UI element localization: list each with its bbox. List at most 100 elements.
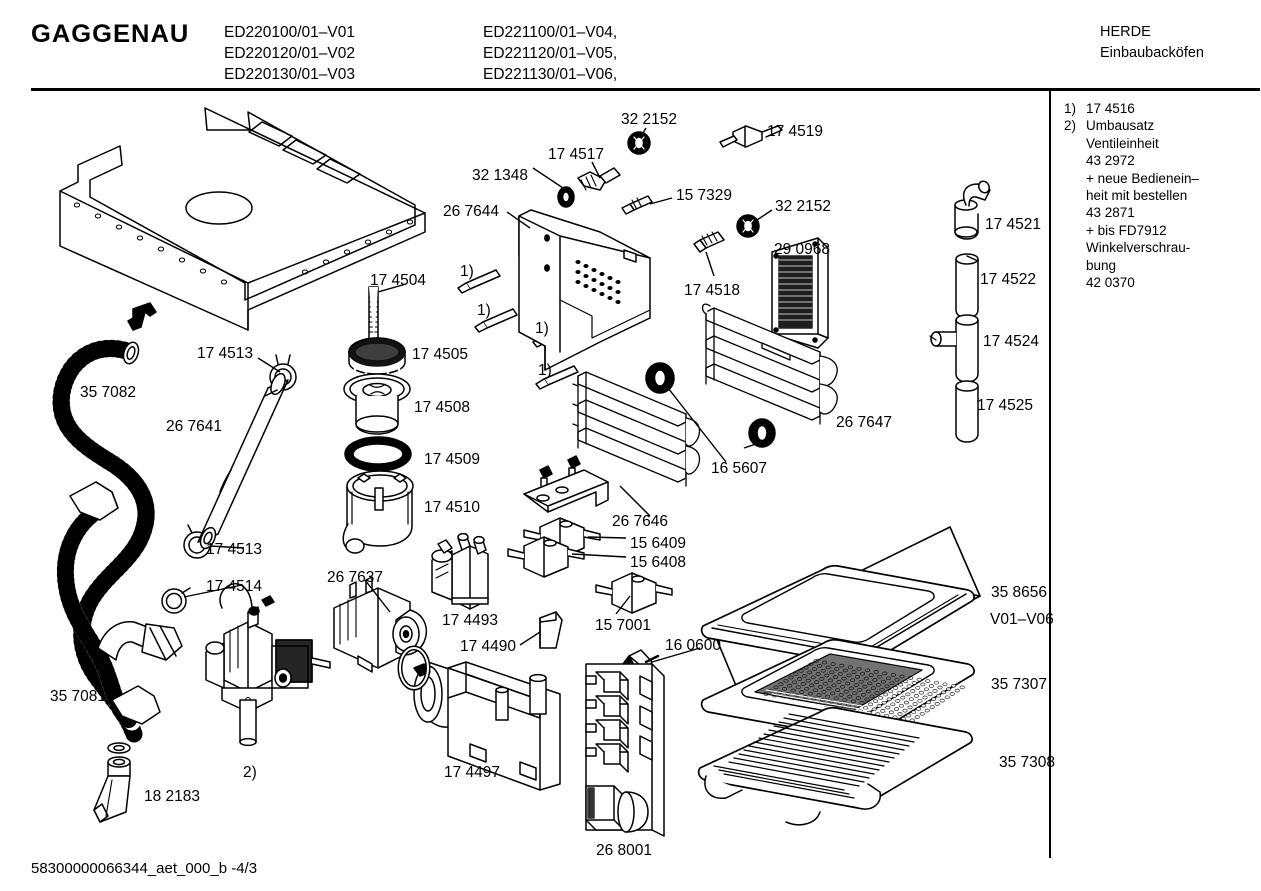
- tube-26-7641: [197, 372, 289, 550]
- leader-15-6409: [587, 536, 627, 539]
- leader-32-2152-a: [639, 127, 647, 139]
- part-17-4508: 17 4508: [414, 399, 471, 416]
- part-15-7329: 15 7329: [676, 187, 733, 204]
- part-17-4497: 17 4497: [444, 764, 501, 781]
- part-35-7081: 35 7081: [50, 688, 107, 705]
- part-17-4509: 17 4509: [424, 451, 481, 468]
- note-text: Umbausatz Ventileinheit 43 2972 + neue B…: [1086, 118, 1199, 291]
- part-17-4519: 17 4519: [767, 123, 824, 140]
- part-17-4513-a: 17 4513: [197, 345, 254, 362]
- switch-15-6409: [523, 517, 601, 559]
- part-26-7644: 26 7644: [443, 203, 500, 220]
- mesh-disc-17-4505: [348, 337, 406, 379]
- nozzle-18-2183: [93, 742, 131, 823]
- screw-17-4518: [693, 231, 725, 253]
- part-15-6409: 15 6409: [630, 535, 687, 552]
- part-17-4514: 17 4514: [206, 578, 263, 595]
- part-17-4522: 17 4522: [980, 271, 1037, 288]
- wire-rack-35-7308: [697, 706, 973, 826]
- fitting-17-4524: [929, 314, 979, 383]
- leader-32-1348: [532, 167, 567, 191]
- part-18-2183: 18 2183: [144, 788, 201, 805]
- pin-markers-1: [457, 269, 579, 390]
- part-26-8001: 26 8001: [596, 842, 653, 859]
- note-number: 2): [1064, 118, 1077, 134]
- part-32-2152-b: 32 2152: [775, 198, 832, 215]
- nut-32-2152-a: [627, 131, 651, 155]
- part-29-0968: 29 0968: [774, 241, 831, 258]
- part-17-4504: 17 4504: [370, 272, 427, 289]
- leader-17-4517: [591, 161, 601, 179]
- clamp-17-4513-top: [269, 354, 297, 391]
- grommet-16-5607-b: [748, 418, 776, 448]
- part-35-7308: 35 7308: [999, 754, 1056, 771]
- note-ref-1-a: 1): [460, 263, 474, 280]
- leader-16-5607-a: [667, 387, 727, 463]
- elbow-fitting-left: [97, 621, 183, 661]
- part-26-7646: 26 7646: [612, 513, 669, 530]
- part-15-7001: 15 7001: [595, 617, 652, 634]
- control-board-26-8001: [585, 663, 665, 837]
- part-17-4493: 17 4493: [442, 612, 499, 629]
- part-15-6408: 15 6408: [630, 554, 687, 571]
- shelf-rail-26-7647: [701, 303, 838, 425]
- part-16-0600: 16 0600: [665, 637, 722, 654]
- note-ref-2: 2): [243, 764, 257, 781]
- note-text: 17 4516: [1086, 101, 1135, 116]
- part-35-7307: 35 7307: [991, 676, 1048, 693]
- note-number: 1): [1064, 101, 1077, 116]
- gas-valve-assembly: [205, 583, 331, 747]
- pin-16-0600: [619, 649, 660, 671]
- part-16-5607: 16 5607: [711, 460, 768, 477]
- bracket-26-7644: [518, 209, 651, 371]
- switch-15-7001: [595, 572, 673, 614]
- part-17-4521: 17 4521: [985, 216, 1042, 233]
- gaggenau-logo: GAGGENAU: [31, 20, 190, 48]
- mount-bracket: [523, 455, 609, 513]
- model-list-right: ED221100/01–V04, ED221120/01–V05, ED2211…: [483, 24, 618, 83]
- oven-top-panel: [59, 107, 426, 331]
- leader-15-7001: [615, 595, 631, 615]
- shelf-rail-26-7646: [572, 371, 701, 487]
- note-ref-1-b: 1): [477, 302, 491, 319]
- fitting-17-4525: [955, 380, 979, 443]
- variant-v01-v06: V01–V06: [990, 611, 1054, 628]
- model-list-left: ED220100/01–V01 ED220120/01–V02 ED220130…: [224, 24, 356, 83]
- clamp-17-4514: [161, 587, 191, 614]
- fitting-17-4517: [577, 167, 621, 191]
- leader-17-4513-a: [257, 357, 281, 373]
- valve-17-4493: [431, 532, 489, 610]
- document-code: 58300000066344_aet_000_b -4/3: [31, 860, 258, 877]
- notes-panel: 1) 17 4516 2) Umbausatz Ventileinheit 43…: [1064, 100, 1254, 291]
- elbow-17-4490: [539, 611, 563, 649]
- note-item: 1) 17 4516: [1064, 100, 1254, 117]
- part-17-4518: 17 4518: [684, 282, 741, 299]
- oring-17-4509: [344, 436, 412, 472]
- leader-15-7329: [649, 197, 673, 205]
- note-ref-1-c: 1): [535, 320, 549, 337]
- part-17-4513-b: 17 4513: [206, 541, 263, 558]
- part-32-1348: 32 1348: [472, 167, 529, 184]
- part-17-4517: 17 4517: [548, 146, 605, 163]
- header-rule: [31, 88, 1260, 91]
- part-35-7082: 35 7082: [80, 384, 137, 401]
- part-17-4525: 17 4525: [977, 397, 1034, 414]
- hose-clip-top: [127, 302, 157, 331]
- part-32-2152-a: 32 2152: [621, 111, 678, 128]
- part-26-7641: 26 7641: [166, 418, 223, 435]
- oring-motor: [397, 645, 431, 691]
- leader-16-5607-b: [743, 439, 769, 449]
- leader-17-4490: [519, 631, 541, 646]
- nut-32-1348: [557, 186, 575, 208]
- leader-15-6408: [571, 553, 627, 558]
- screw-15-7329: [621, 195, 653, 215]
- part-26-7637: 26 7637: [327, 569, 384, 586]
- part-17-4524: 17 4524: [983, 333, 1040, 350]
- funnel-17-4508: [343, 373, 411, 435]
- part-17-4505: 17 4505: [412, 346, 469, 363]
- fitting-17-4522: [955, 253, 979, 319]
- pan-35-8656: [700, 526, 981, 701]
- part-17-4490: 17 4490: [460, 638, 517, 655]
- screw-17-4504: [368, 286, 379, 340]
- vertical-divider: [1049, 88, 1051, 858]
